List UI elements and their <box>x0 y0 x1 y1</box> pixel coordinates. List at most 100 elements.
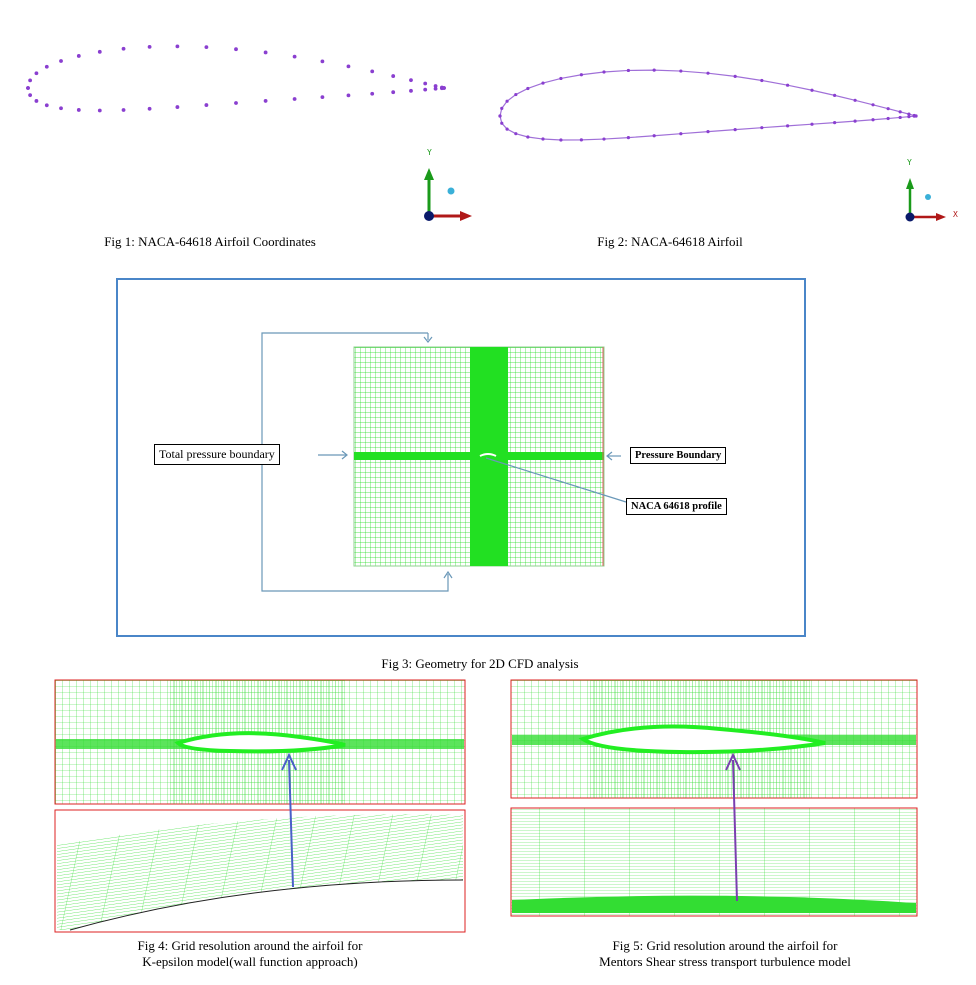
airfoil-point <box>785 124 790 128</box>
airfoil-point <box>263 99 268 103</box>
airfoil-point <box>370 91 375 96</box>
airfoil-point <box>409 78 413 83</box>
airfoil-point <box>626 135 631 140</box>
airfoil-point <box>292 97 297 101</box>
airfoil-point-markers <box>26 44 446 113</box>
axis-triad-icon <box>905 178 946 222</box>
airfoil-point <box>526 135 530 139</box>
airfoil-point <box>706 71 710 75</box>
airfoil-point <box>26 86 30 90</box>
airfoil-point <box>626 68 631 73</box>
airfoil-point <box>346 93 351 98</box>
airfoil-point <box>234 47 238 52</box>
airfoil-point <box>541 137 545 141</box>
airfoil-point <box>541 81 545 85</box>
airfoil-point <box>886 107 890 111</box>
fig3-domain-mesh <box>261 332 627 592</box>
airfoil-outline <box>499 69 917 141</box>
airfoil-point <box>204 103 209 107</box>
fig4-caption-line2: K-epsilon model(wall function approach) <box>142 954 358 969</box>
airfoil-point <box>346 64 351 69</box>
airfoil-point <box>97 108 102 113</box>
fig5-caption: Fig 5: Grid resolution around the airfoi… <box>530 938 920 970</box>
airfoil-point <box>34 99 39 103</box>
airfoil-point <box>409 88 413 93</box>
fig5-mesh-closeup <box>510 807 918 917</box>
airfoil-point <box>121 46 126 51</box>
fig5-pointer-arrow <box>732 759 738 902</box>
airfoil-point <box>147 106 152 111</box>
airfoil-point <box>833 93 837 97</box>
airfoil-point <box>760 126 764 130</box>
fig4-pointer-arrow <box>288 759 294 888</box>
airfoil-point <box>391 90 396 95</box>
airfoil-point <box>514 132 518 136</box>
airfoil-point <box>907 115 911 119</box>
airfoil-point <box>175 105 180 109</box>
airfoil-point <box>514 92 518 97</box>
airfoil-point <box>505 127 509 131</box>
airfoil-point <box>853 119 857 123</box>
airfoil-point <box>871 103 875 107</box>
airfoil-point <box>871 118 875 122</box>
airfoil-point <box>898 115 902 120</box>
airfoil-point <box>679 69 683 73</box>
airfoil-point <box>907 112 911 116</box>
airfoil-point <box>500 106 504 110</box>
label-naca-profile: NACA 64618 profile <box>626 498 727 515</box>
airfoil-point <box>433 86 438 91</box>
label-pressure-boundary: Pressure Boundary <box>630 447 727 464</box>
airfoil-point <box>579 73 583 77</box>
airfoil-point <box>733 74 737 78</box>
airfoil-shape <box>479 453 497 457</box>
airfoil-point <box>679 132 683 136</box>
fig4-caption-line1: Fig 4: Grid resolution around the airfoi… <box>137 938 363 953</box>
airfoil-point <box>97 49 102 54</box>
airfoil-point <box>76 108 81 112</box>
airfoil-point <box>320 59 325 64</box>
fig5-mesh-overview <box>510 679 918 799</box>
airfoil-point <box>500 121 504 125</box>
airfoil-point <box>433 84 438 88</box>
airfoil-point <box>320 95 325 100</box>
airfoil-point <box>785 83 790 87</box>
axis-x-label: X <box>953 210 958 219</box>
airfoil-point <box>602 70 606 74</box>
airfoil-point <box>853 98 857 102</box>
airfoil-point <box>505 99 509 103</box>
airfoil-point-markers <box>498 68 918 142</box>
airfoil-point <box>263 50 268 55</box>
fig3-caption: Fig 3: Geometry for 2D CFD analysis <box>381 656 579 671</box>
airfoil-point <box>652 68 656 72</box>
mesh-refined-wake-band <box>354 452 604 460</box>
airfoil-point <box>810 122 814 126</box>
airfoil-point <box>204 45 209 50</box>
airfoil-point <box>391 74 396 78</box>
boundary-arrows <box>261 332 627 592</box>
airfoil-point <box>423 81 428 86</box>
airfoil-point <box>121 108 126 112</box>
airfoil-shape <box>174 731 346 754</box>
airfoil-point <box>498 114 502 118</box>
fig1-caption: Fig 1: NACA-64618 Airfoil Coordinates <box>104 234 316 249</box>
airfoil-point <box>44 64 49 69</box>
airfoil-point <box>833 121 837 125</box>
airfoil-point <box>526 86 530 91</box>
fig1-airfoil-coordinates-plot <box>26 44 472 221</box>
fig4-fig5-mesh-panels <box>54 679 918 933</box>
label-total-pressure-boundary: Total pressure boundary <box>154 444 280 465</box>
fig2-caption: Fig 2: NACA-64618 Airfoil <box>597 234 743 249</box>
airfoil-point <box>886 116 890 121</box>
airfoil-point <box>34 71 39 76</box>
axis-triad-icon <box>424 168 472 221</box>
airfoil-point <box>652 134 656 138</box>
airfoil-point <box>175 44 180 49</box>
airfoil-point <box>442 86 446 90</box>
axis-y-label: Y <box>427 148 432 157</box>
fig5-caption-line1: Fig 5: Grid resolution around the airfoi… <box>612 938 838 953</box>
airfoil-point <box>810 88 814 92</box>
airfoil-point <box>559 76 563 81</box>
airfoil-shape <box>578 724 826 755</box>
airfoil-point <box>28 93 33 98</box>
